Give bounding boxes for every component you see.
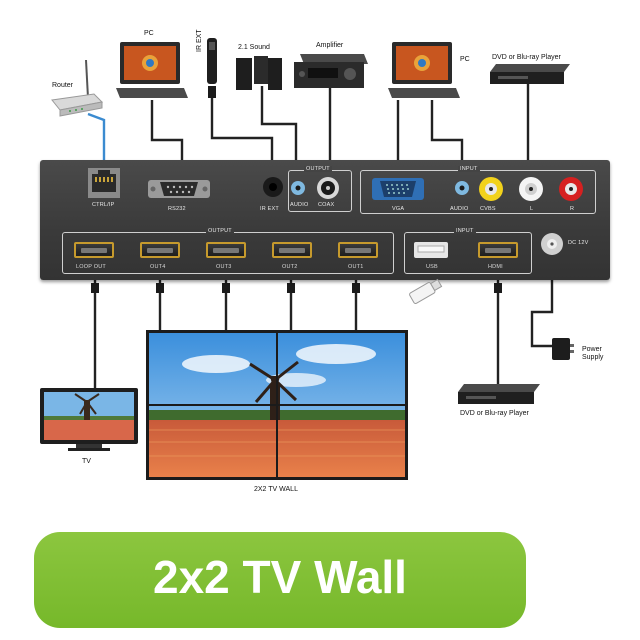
dvd-player-bottom-icon <box>458 384 540 404</box>
input-digital-group-label: INPUT <box>454 228 476 234</box>
ctrl-ip-label: CTRL/IP <box>92 202 115 208</box>
title-banner: 2x2 TV Wall <box>34 532 526 628</box>
ir-sensor-icon <box>207 38 217 84</box>
vga-port-icon <box>372 178 424 200</box>
ethernet-port-icon <box>88 168 120 198</box>
out1-label: OUT1 <box>348 264 364 270</box>
rs232-port-icon <box>148 180 210 198</box>
input-av-group-label: INPUT <box>458 166 480 172</box>
audio-in-label: AUDIO <box>450 206 469 212</box>
loop-out-hdmi-port <box>74 242 114 258</box>
power-cable <box>530 256 556 348</box>
router-icon <box>51 59 104 117</box>
tv-icon <box>40 388 138 451</box>
loop-out-label: LOOP OUT <box>76 264 106 270</box>
amplifier-icon <box>294 54 368 88</box>
coax-port-icon <box>317 177 339 199</box>
dvd-top-label: DVD or Blu-ray Player <box>492 54 561 61</box>
laptop-left-icon <box>116 42 188 98</box>
dvd-bottom-label: DVD or Blu-ray Player <box>460 410 529 417</box>
hdmi-in-port <box>478 242 518 258</box>
power-supply-label: Power Supply <box>582 346 604 361</box>
out1-hdmi-port <box>338 242 378 258</box>
out4-label: OUT4 <box>150 264 166 270</box>
amplifier-label: Amplifier <box>316 42 344 49</box>
out4-hdmi-port <box>140 242 180 258</box>
cvbs-yellow-port-icon <box>479 177 503 201</box>
pc-left-cable <box>150 100 184 178</box>
dc-label: DC 12V <box>568 240 589 246</box>
audio-in-jack-icon <box>455 181 469 195</box>
usb-stick-icon <box>409 278 443 304</box>
speaker-icon <box>236 56 282 90</box>
ir-cable <box>210 86 274 176</box>
hdmi-in-label: HDMI <box>488 264 503 270</box>
rs232-label: RS232 <box>168 206 186 212</box>
cvbs-label: CVBS <box>480 206 496 212</box>
tv-label: TV <box>82 458 91 465</box>
ir-ext-label: IR EXT <box>196 29 203 52</box>
power-supply-icon <box>552 338 574 360</box>
dvd-player-top-icon <box>490 64 570 84</box>
pc-right-label: PC <box>460 56 470 63</box>
ir-ext-jack-icon <box>263 177 283 197</box>
out2-hdmi-port <box>272 242 312 258</box>
vga-label: VGA <box>392 206 405 212</box>
out3-label: OUT3 <box>216 264 232 270</box>
banner-title: 2x2 TV Wall <box>153 551 407 603</box>
audio-l-white-port-icon <box>519 177 543 201</box>
coax-label: COAX <box>318 202 335 208</box>
out2-label: OUT2 <box>282 264 298 270</box>
laptop-right-icon <box>388 42 460 98</box>
r-label: R <box>570 206 575 212</box>
out3-hdmi-port <box>206 242 246 258</box>
router-cable <box>87 112 106 168</box>
usb-port-icon <box>414 242 448 258</box>
dc-power-jack-icon <box>541 233 563 255</box>
sound-cable <box>260 86 298 182</box>
audio-out-jack-icon <box>291 181 305 195</box>
l-label: L <box>530 206 534 212</box>
output-hdmi-group-label: OUTPUT <box>206 228 234 234</box>
usb-label: USB <box>426 264 438 270</box>
ir-ext-port-label: IR EXT <box>260 206 279 212</box>
tv-wall-label: 2X2 TV WALL <box>254 486 298 493</box>
tv-wall-icon <box>146 330 408 480</box>
audio-r-red-port-icon <box>559 177 583 201</box>
sound-label: 2.1 Sound <box>238 44 270 51</box>
pc-left-label: PC <box>144 30 154 37</box>
router-label: Router <box>52 82 74 89</box>
output-audio-group-label: OUTPUT <box>304 166 332 172</box>
audio-out-label: AUDIO <box>290 202 309 208</box>
